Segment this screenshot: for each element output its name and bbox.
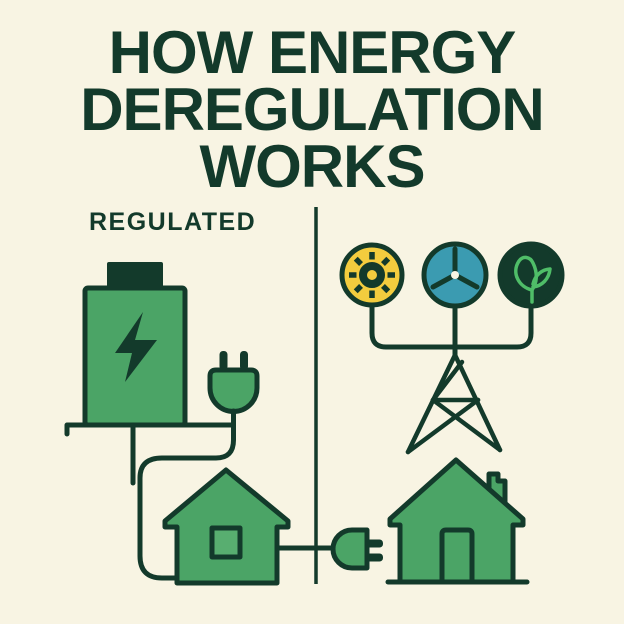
wind-badge — [421, 241, 489, 309]
plug-body — [207, 367, 260, 414]
plug-icon-left — [207, 351, 260, 414]
regulated-label: REGULATED — [89, 208, 257, 236]
deregulated-side — [330, 241, 565, 585]
plug-cord-wire — [137, 408, 236, 581]
regulated-side — [64, 262, 336, 586]
battery-icon — [82, 262, 188, 428]
title-line-1: HOW ENERGY — [108, 19, 517, 86]
battery-cap — [107, 262, 163, 292]
house-icon-left — [162, 467, 291, 586]
turbine-hub — [451, 271, 459, 279]
sun-core — [359, 262, 385, 288]
plug-prong — [240, 351, 248, 370]
green-energy-badge — [497, 241, 565, 309]
house-icon-right — [385, 457, 530, 585]
lightning-bolt-icon — [115, 312, 157, 382]
plug-body — [330, 527, 370, 571]
plug-icon-right — [330, 527, 383, 571]
page-title: HOW ENERGY DEREGULATION WORKS — [0, 23, 624, 197]
leaf-icon — [514, 255, 552, 304]
plug-prong — [366, 553, 383, 562]
house-body — [387, 457, 526, 585]
wind-turbine-icon — [430, 246, 480, 290]
sun-icon — [349, 252, 395, 298]
house-door — [439, 527, 475, 585]
title-line-2: DEREGULATION — [80, 76, 545, 143]
sources-connector-wire — [369, 303, 534, 350]
plug-prong — [366, 539, 383, 548]
plug-prong — [219, 351, 228, 370]
title-line-3: WORKS — [199, 133, 426, 200]
house-window — [209, 525, 243, 560]
transmission-tower-icon — [405, 352, 503, 455]
solar-badge — [339, 242, 405, 308]
